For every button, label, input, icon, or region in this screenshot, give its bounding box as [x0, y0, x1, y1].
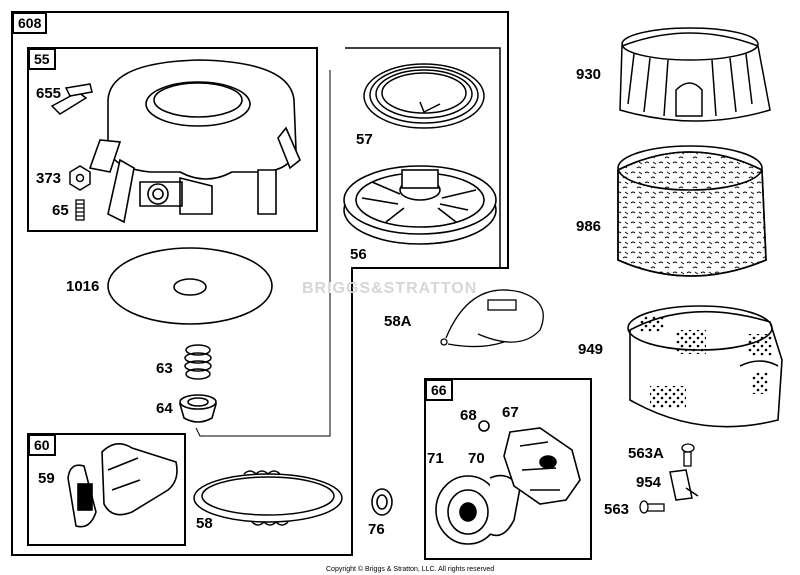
- group-55-frame: [27, 47, 318, 232]
- cover-949-drawing: [627, 305, 783, 428]
- ring-930-drawing: [619, 27, 771, 122]
- handle-60-drawing: [101, 443, 178, 516]
- part-label-59: 59: [38, 470, 55, 487]
- part-label-58A: 58A: [384, 313, 412, 330]
- group-label-60: 60: [28, 434, 56, 456]
- foam-986-drawing: [617, 145, 767, 277]
- group-608-frame: [11, 11, 509, 556]
- screw-563A-drawing: [681, 443, 695, 467]
- part-label-930: 930: [576, 66, 602, 83]
- part-label-70: 70: [468, 450, 485, 467]
- group-60-frame: [27, 433, 186, 546]
- pulley-56-drawing: [343, 165, 497, 245]
- rope-route-line: [195, 70, 331, 437]
- cable-58A-drawing: [440, 289, 544, 348]
- part-label-68: 68: [460, 407, 477, 424]
- part-label-76: 76: [368, 521, 385, 538]
- group-label-55: 55: [28, 48, 56, 70]
- copyright-notice: Copyright © Briggs & Stratton, LLC. All …: [326, 566, 495, 573]
- spring-63-drawing: [184, 344, 212, 380]
- screw-65-drawing: [75, 199, 85, 221]
- blower-housing-drawing: [88, 59, 301, 224]
- starter-66-drawing: [435, 420, 581, 545]
- part-label-64: 64: [156, 400, 173, 417]
- part-label-954: 954: [636, 474, 662, 491]
- handle-insert-59-drawing: [67, 464, 97, 528]
- part-label-58: 58: [196, 515, 213, 532]
- cup-64-drawing: [178, 394, 218, 423]
- part-label-67: 67: [502, 404, 519, 421]
- nut-373-drawing: [69, 165, 91, 191]
- part-label-63: 63: [156, 360, 173, 377]
- group-label-66: 66: [425, 379, 453, 401]
- part-label-57: 57: [356, 131, 373, 148]
- part-label-56: 56: [350, 246, 367, 263]
- part-label-563A: 563A: [628, 445, 664, 462]
- part-label-986: 986: [576, 218, 602, 235]
- watermark: BRIGGS&STRATTON: [302, 280, 478, 297]
- washer-76-drawing: [371, 488, 393, 516]
- part-label-373: 373: [36, 170, 62, 187]
- part-label-71: 71: [427, 450, 444, 467]
- clip-655-drawing: [50, 83, 93, 115]
- part-label-655: 655: [36, 85, 62, 102]
- bracket-954-drawing: [669, 469, 699, 501]
- part-label-563: 563: [604, 501, 630, 518]
- screen-1016-drawing: [107, 247, 273, 325]
- starter-subframe: [345, 47, 501, 268]
- screw-563-drawing: [639, 500, 665, 514]
- rope-58-drawing: [193, 470, 343, 526]
- part-label-65: 65: [52, 202, 69, 219]
- group-label-608: 608: [12, 12, 48, 34]
- group-66-frame: [424, 378, 592, 560]
- part-label-1016: 1016: [66, 278, 100, 295]
- part-label-949: 949: [578, 341, 604, 358]
- spring-57-drawing: [363, 63, 485, 129]
